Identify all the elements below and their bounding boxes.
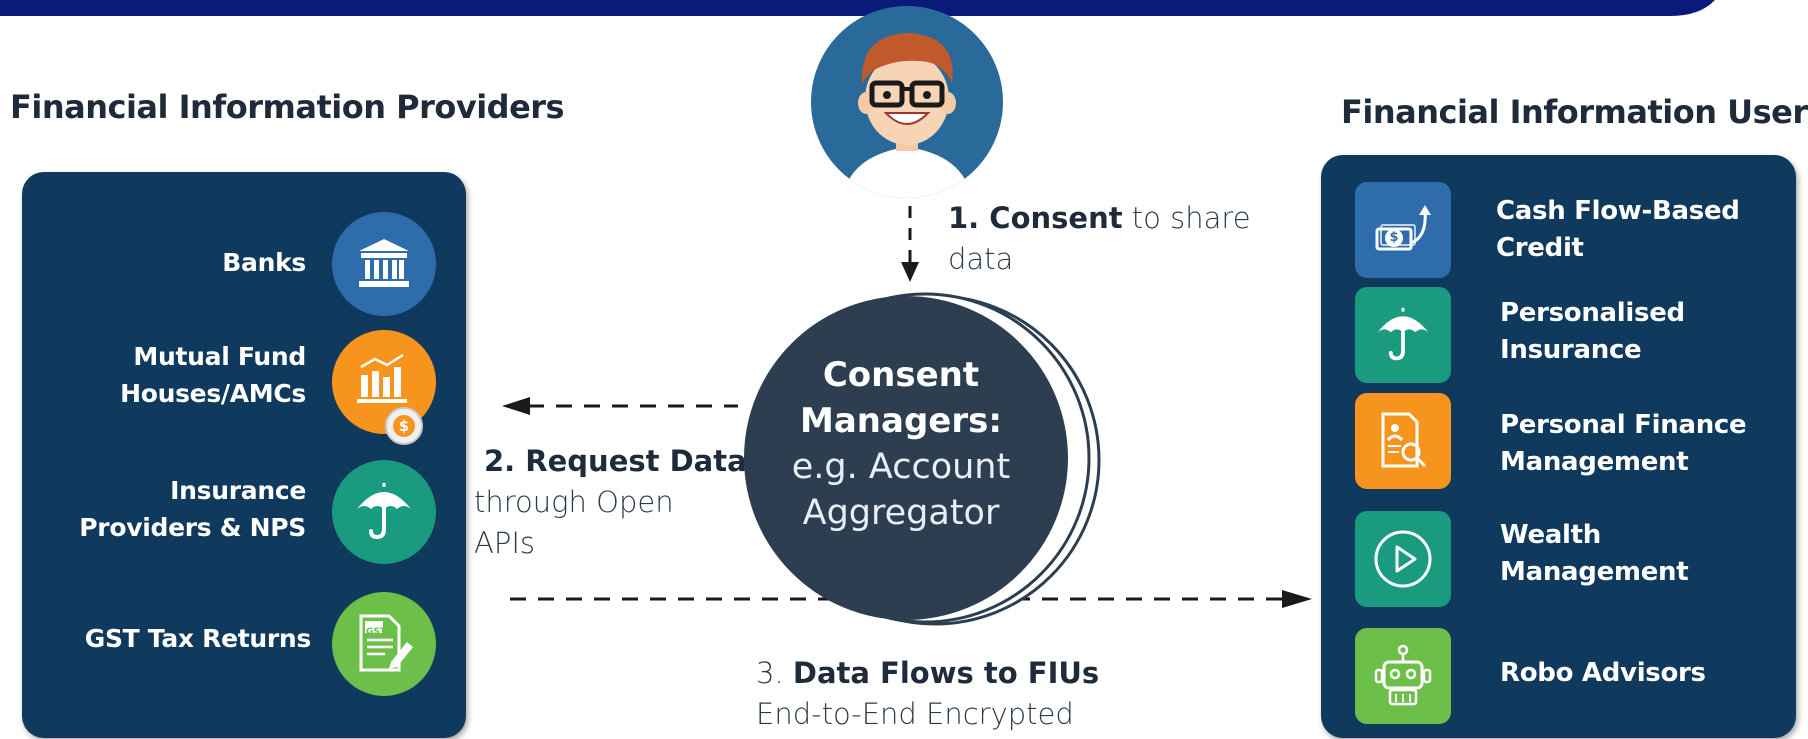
gst-badge: GST xyxy=(366,627,387,637)
consent-manager-circle xyxy=(744,292,1101,626)
users-panel: $ Cash Flow-Based Credit Personalised In… xyxy=(1321,155,1796,738)
profile-search-icon xyxy=(1355,393,1451,489)
gst-document-icon: GST xyxy=(332,592,436,696)
user-avatar-icon xyxy=(811,6,1003,198)
provider-label-mutual-funds: Mutual Fund Houses/AMCs xyxy=(120,342,306,408)
step-flows-label: 3. Data Flows to FIUs End-to-End Encrypt… xyxy=(756,656,1100,731)
play-circle-icon xyxy=(1355,511,1451,607)
cash-flow-icon: $ xyxy=(1355,182,1451,278)
user-label-personal-finance: Personal Finance Management xyxy=(1500,410,1747,477)
consent-arrow xyxy=(901,206,919,282)
step-request-label: 2. Request Data through Open APIs xyxy=(474,444,747,560)
cash-symbol: $ xyxy=(1385,229,1403,247)
header-bar xyxy=(0,0,1715,16)
coin-stack-icon: $ xyxy=(385,407,423,445)
umbrella-icon xyxy=(1355,287,1451,383)
providers-heading: Financial Information Providers xyxy=(10,88,565,126)
step-consent-label: 1. Consent to share data xyxy=(948,201,1251,276)
robot-icon xyxy=(1355,628,1451,724)
bank-icon xyxy=(332,212,436,316)
consent-manager-label: Consent Managers: e.g. Account Aggregato… xyxy=(791,355,1011,533)
user-label-wealth: Wealth Management xyxy=(1500,520,1689,587)
provider-label-gst: GST Tax Returns xyxy=(84,624,312,653)
coin-symbol: $ xyxy=(393,415,415,437)
user-label-robo-advisors: Robo Advisors xyxy=(1500,658,1706,688)
umbrella-icon xyxy=(332,460,436,564)
user-label-cash-flow: Cash Flow-Based Credit xyxy=(1496,196,1740,263)
user-label-insurance: Personalised Insurance xyxy=(1500,298,1685,365)
data-flow-arrow xyxy=(510,590,1312,608)
provider-label-insurance: Insurance Providers & NPS xyxy=(79,476,306,542)
providers-panel: Banks Mutual Fund Houses/AMCs $ In xyxy=(22,172,466,738)
request-data-arrow xyxy=(502,397,738,415)
users-heading: Financial Information Users xyxy=(1341,93,1808,131)
provider-label-banks: Banks xyxy=(222,248,306,277)
